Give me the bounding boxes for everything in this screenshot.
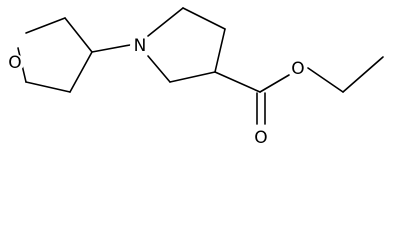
atom-label-ester-oxygen: O — [289, 59, 307, 79]
bond-ester-o-ch2 — [307, 67, 344, 93]
carbonyl-oxygen-label: O — [254, 128, 267, 148]
atom-label-nitrogen: N — [130, 36, 150, 56]
nitrogen-label: N — [134, 36, 147, 56]
ring-oxygen-label: O — [8, 53, 21, 73]
bond-ch-ch2-bottom — [169, 71, 216, 83]
bond-ch2-ch3 — [342, 56, 384, 93]
atom-label-carbonyl-oxygen: O — [252, 128, 270, 148]
pyrrolidine-ring — [147, 7, 226, 83]
bond-ch2-bottom-n — [147, 55, 171, 83]
bond-oxolane-to-nitrogen — [91, 44, 131, 53]
bond-ch-ch2-bottom — [69, 51, 93, 93]
ethyl-ester-group — [214, 56, 384, 125]
bond-ch2-bottom-ch2-left — [25, 81, 71, 93]
bond-ch2-top-ch — [64, 17, 93, 53]
bond-o-ch2-top — [25, 17, 66, 34]
structural-formula: O N O O — [6, 7, 384, 148]
bond-ch2-right-ch — [214, 28, 226, 73]
bond-n-ch2-top — [147, 7, 184, 37]
bond-ch-carbonyl-c — [214, 71, 261, 93]
oxolane-ring — [17, 17, 93, 93]
ester-oxygen-label: O — [291, 59, 304, 79]
bond-ch2-top-ch2-right — [182, 7, 226, 30]
bond-carbonyl-c-ester-o — [259, 74, 290, 93]
atom-label-ring-oxygen: O — [6, 53, 24, 73]
